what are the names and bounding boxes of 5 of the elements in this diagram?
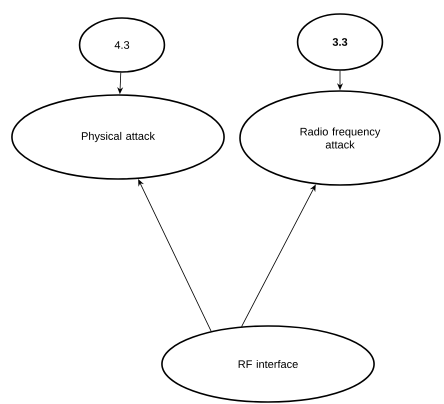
- ellipse-node: Physical attack: [11, 94, 225, 180]
- ellipse-node: 4.3: [78, 17, 166, 73]
- ellipse-node: Radio frequency attack: [239, 90, 441, 186]
- ellipse-node: 3.3: [296, 13, 384, 71]
- ellipse-node: RF interface: [161, 325, 375, 403]
